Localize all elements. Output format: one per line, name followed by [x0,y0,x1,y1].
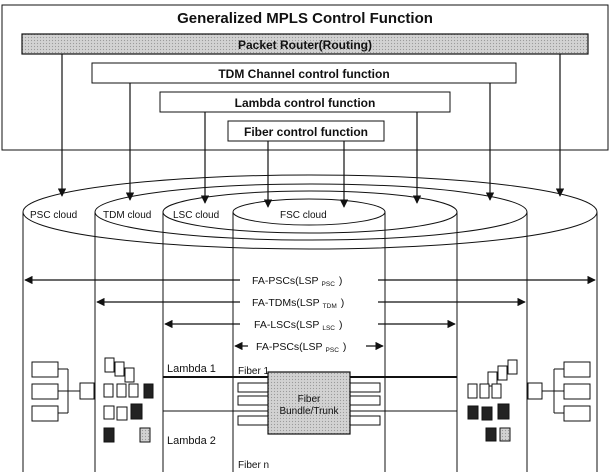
tdm-control-label: TDM Channel control function [218,67,389,81]
fibern-label: Fiber n [238,460,269,471]
fa-link-arrows [24,275,596,351]
tdm-control-box [91,62,517,84]
lambda2-label: Lambda 2 [167,435,216,447]
fiber-control-label: Fiber control function [244,125,368,139]
packet-router-label: Packet Router(Routing) [238,38,372,52]
fsc-cloud-label: FSC cloud [280,210,327,221]
lambda1-label: Lambda 1 [167,363,216,375]
lambda-control-label: Lambda control function [235,96,376,110]
psc-cloud-ellipse [22,174,598,250]
lambda-control-box [159,91,451,113]
packet-router-box [21,33,589,55]
lsc-cloud-label: LSC cloud [173,210,219,221]
control-function-frame [1,4,609,151]
fiber-control-box [227,120,385,142]
fa-tdm-label-bg [240,294,378,309]
fa-psc-inner-label-bg [248,338,366,353]
fa-lsc-label-bg [240,316,378,331]
tdm-cloud-label: TDM cloud [103,210,151,221]
lsc-cloud-ellipse [162,190,458,234]
fa-psc-label-bg [240,272,378,287]
fiber1-label: Fiber 1 [238,366,270,377]
diagram-title: Generalized MPLS Control Function [177,10,433,27]
fsc-cloud-ellipse [232,198,386,226]
right-tdm-devices [467,359,518,442]
tdm-cloud-ellipse [94,183,528,241]
fiber-bundle-label-1: Fiber [298,394,321,405]
left-tdm-devices [103,357,154,443]
right-packet-router [527,361,591,422]
cylinder-walls [22,212,598,472]
control-arrows [57,54,565,208]
fiber-bundle-box [267,371,351,435]
psc-cloud-label: PSC cloud [30,210,77,221]
fiber-bundle-label-2: Bundle/Trunk [279,406,339,417]
left-packet-router [31,361,95,422]
